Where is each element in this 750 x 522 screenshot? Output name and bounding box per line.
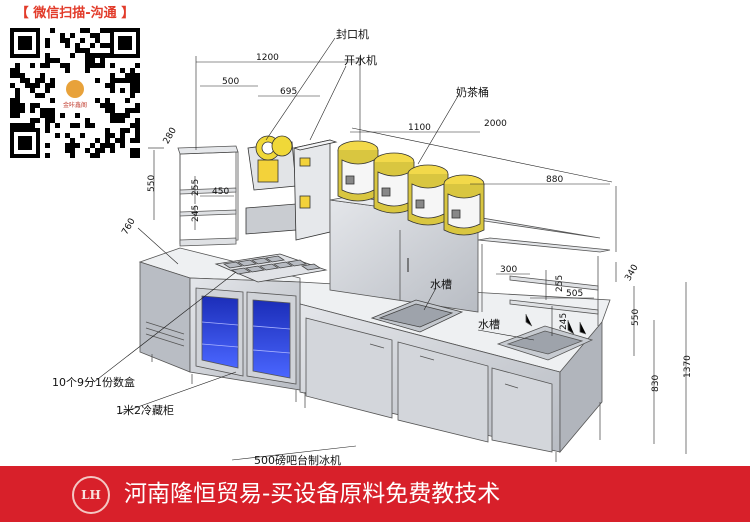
leader-lines: [93, 37, 535, 461]
dim-695: 695: [280, 87, 297, 97]
component-labels: 封口机 开水机 奶茶桶 水槽 水槽 10个9分1份数盒 1米2冷藏柜 500磅吧…: [52, 27, 500, 466]
bottom-banner: LH 河南隆恒贸易-买设备原料免费教技术: [0, 466, 750, 522]
dim-1100: 1100: [408, 123, 431, 133]
label-boxes: 10个9分1份数盒: [52, 375, 135, 389]
qr-finder-bottom-left: [10, 128, 40, 158]
dim-2000: 2000: [484, 119, 507, 129]
dim-255: 255: [191, 179, 201, 196]
qr-code[interactable]: 金咔鑫阁: [8, 26, 142, 160]
qr-center-logo: 金咔鑫阁: [58, 76, 92, 110]
dim-550-right: 550: [631, 309, 641, 326]
dim-245-left: 245: [191, 205, 201, 222]
dimension-values: 1200 500 695 280 550 255 450 245 760 110…: [120, 53, 693, 392]
qr-brand: 金咔鑫阁: [63, 101, 87, 109]
dim-550-left: 550: [147, 175, 157, 192]
label-tea-barrels: 奶茶桶: [456, 85, 489, 99]
ingredient-boxes: [214, 253, 328, 283]
dim-830: 830: [651, 375, 661, 392]
qr-finder-top-left: [10, 28, 40, 58]
dim-1200: 1200: [256, 53, 279, 63]
dim-300: 300: [500, 265, 517, 275]
qr-finder-top-right: [110, 28, 140, 58]
dim-245-right: 245: [559, 313, 569, 330]
right-upper-shelf: [477, 237, 611, 335]
label-sealer: 封口机: [336, 27, 369, 41]
ice-trough: [370, 299, 464, 333]
company-logo: LH: [72, 476, 110, 514]
left-upper-shelf: [177, 145, 239, 247]
dim-880: 880: [546, 175, 563, 185]
dim-500: 500: [222, 77, 239, 87]
milk-tea-barrels: [337, 140, 485, 236]
qr-panel: 【 微信扫描-沟通 】 金咔鑫阁: [4, 4, 146, 166]
barrel-3: [407, 164, 449, 226]
dim-505: 505: [566, 289, 583, 299]
dimension-lines: [137, 56, 687, 454]
qr-title: 【 微信扫描-沟通 】: [15, 6, 135, 21]
main-counter: [299, 281, 611, 462]
barrel-2: [373, 152, 415, 214]
barrel-1: [337, 140, 379, 202]
dim-1370: 1370: [683, 355, 693, 378]
label-ice-machine: 500磅吧台制冰机: [254, 453, 341, 466]
dim-255-right: 255: [555, 275, 565, 292]
dim-760: 760: [120, 217, 137, 237]
label-fridge: 1米2冷藏柜: [116, 404, 174, 417]
banner-text: 河南隆恒贸易-买设备原料免费教技术: [124, 481, 501, 507]
sealing-machine: [245, 135, 297, 235]
counter-drawing: 封口机 开水机 奶茶桶 水槽 水槽 10个9分1份数盒 1米2冷藏柜 500磅吧…: [52, 27, 693, 466]
dim-450: 450: [212, 187, 229, 197]
barrel-4: [443, 174, 485, 236]
label-sink-upper: 水槽: [430, 278, 452, 291]
dim-280: 280: [162, 126, 179, 146]
dim-340: 340: [623, 263, 640, 283]
label-boiler: 开水机: [344, 53, 377, 67]
water-boiler: [292, 139, 338, 241]
label-sink-lower: 水槽: [478, 318, 500, 331]
